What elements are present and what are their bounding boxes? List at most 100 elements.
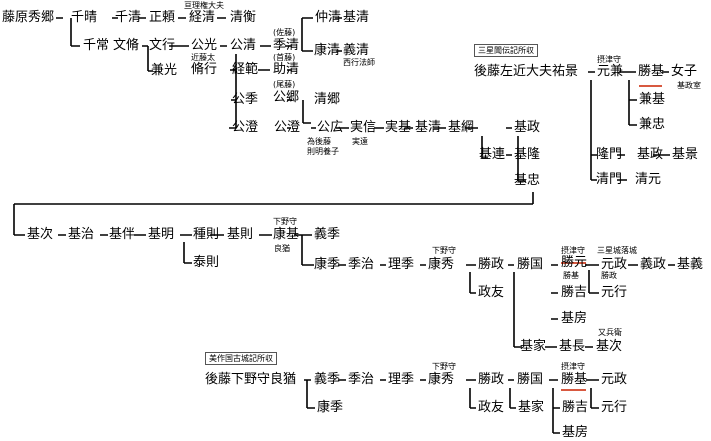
- node-masatomo: 政友: [478, 285, 505, 300]
- node-kiyokado: 清門: [596, 172, 623, 187]
- node-chikiyo: 千清: [115, 10, 142, 25]
- node-goto-sukekage: 後藤左近大夫祐景: [474, 64, 579, 79]
- node-kinzumi: 公澄: [232, 120, 259, 135]
- note-yasumoto-2: 良猶: [274, 244, 290, 253]
- node-yoshisue: 義季: [314, 227, 341, 242]
- note-katsumoto-b2: 摂津守: [561, 362, 585, 371]
- node-yasuhide-b2: 康秀: [428, 372, 455, 387]
- node-kiyomoto: 清元: [635, 172, 662, 187]
- node-katsufusa: 基房: [561, 311, 588, 326]
- node-tanenori: 種則: [193, 227, 220, 242]
- note-onnago: 基政室: [677, 81, 701, 90]
- node-kinhiro: 公広: [317, 120, 344, 135]
- node-chitsune: 千常: [83, 38, 110, 53]
- node-kiyohira: 清衡: [230, 10, 257, 25]
- note-yasuhide-b2: 下野守: [432, 362, 456, 371]
- node-yasuhide: 康秀: [428, 257, 455, 272]
- node-kinsato: 公郷: [273, 90, 300, 105]
- node-mototsuna: 基綱: [448, 120, 475, 135]
- node-suekaze: 季治: [348, 257, 375, 272]
- node-fumiyasu: 文脩: [113, 38, 140, 53]
- node-kanemoto: 兼基: [639, 92, 666, 107]
- node-motoyuki-b2: 元行: [601, 400, 628, 415]
- node-sanenobu: 実信: [350, 120, 377, 135]
- node-motoyuki-g2: 元行: [601, 285, 628, 300]
- node-motomasa-g2: 元政: [601, 257, 628, 272]
- node-mototada: 基忠: [514, 173, 541, 188]
- source-box-1: 三星聞伝記所収: [474, 44, 538, 57]
- node-masayori: 正頼: [149, 10, 176, 25]
- node-mototsugu2: 基次: [596, 339, 623, 354]
- node-yasunori: 泰則: [193, 255, 220, 270]
- note-kinhiro-2: 則明養子: [307, 147, 339, 156]
- node-motomasa-b2: 元政: [601, 372, 628, 387]
- node-sanemoto: 実基: [385, 120, 412, 135]
- note-sanenobu: 実遠: [352, 137, 368, 146]
- node-katsukuni-b2: 勝国: [517, 372, 544, 387]
- node-yoshikiyo: 義清: [343, 43, 370, 58]
- node-nakakiyo: 仲清: [315, 10, 342, 25]
- node-katsumoto-b2: 勝基: [561, 372, 588, 387]
- node-katsumoto: 勝元: [561, 255, 588, 270]
- node-tsunekiyo: 経清: [189, 10, 216, 25]
- node-yoshimasa: 義政: [640, 257, 667, 272]
- node-kinzumi-right: 公澄: [274, 120, 301, 135]
- note-yasumoto-1: 下野守: [273, 217, 297, 226]
- node-katsumasa-b2: 勝政: [478, 372, 505, 387]
- node-motoaki: 基明: [148, 227, 175, 242]
- node-motokiyo2: 基清: [415, 120, 442, 135]
- node-motoharu-g2: 基治: [68, 227, 95, 242]
- node-katsukuni: 勝国: [517, 257, 544, 272]
- node-motoie-b2: 基家: [518, 400, 545, 415]
- node-kiyosato: 清郷: [314, 92, 341, 107]
- note-motomasa-2: 勝政: [601, 271, 617, 280]
- node-kanetada: 兼忠: [639, 117, 666, 132]
- node-motonori: 基則: [227, 227, 254, 242]
- note-tsunekiyo: 亘理権大夫: [184, 1, 224, 10]
- note-motokane: 摂津守: [597, 55, 621, 64]
- note-sukekiyo: (首藤): [273, 53, 296, 62]
- node-kanemitsu: 兼光: [151, 63, 178, 78]
- node-chiharu: 千晴: [71, 10, 98, 25]
- node-yoshisue-b2: 義季: [314, 372, 341, 387]
- node-suekaze-b2: 季治: [348, 372, 375, 387]
- note-kinhiro-1: 為後藤: [307, 137, 331, 146]
- note-mototsugu2: 又兵衛: [598, 328, 622, 337]
- note-yoshikiyo: 西行法師: [343, 58, 375, 67]
- node-katsuyoshi-b2: 勝吉: [562, 400, 589, 415]
- node-yasusue: 康季: [314, 257, 341, 272]
- node-motoie: 基家: [520, 339, 547, 354]
- note-kinsato: (尾藤): [273, 80, 296, 89]
- node-risue-b2: 理季: [388, 372, 415, 387]
- node-motokage: 基景: [672, 147, 699, 162]
- node-motomasa: 基政: [514, 120, 541, 135]
- node-yasumoto: 康基: [273, 227, 300, 242]
- node-mototsugu: 基次: [27, 227, 54, 242]
- node-mototsura: 基連: [479, 147, 506, 162]
- note-yasuhide: 下野守: [432, 246, 456, 255]
- node-yasukiyo: 康清: [314, 43, 341, 58]
- node-takakado: 隆門: [596, 147, 623, 162]
- note-katsumoto: 摂津守: [561, 246, 585, 255]
- node-yasusue-b2: 康季: [317, 400, 344, 415]
- node-kinmitsu: 公光: [191, 38, 218, 53]
- node-motokane: 元兼: [597, 64, 624, 79]
- node-goto-yoshinao: 後藤下野守良猶: [205, 372, 297, 387]
- node-katsumasa: 勝政: [478, 257, 505, 272]
- node-sukekiyo: 助清: [273, 62, 300, 77]
- node-motoharu: 基隆: [514, 147, 541, 162]
- node-fujiwara-hidesato: 藤原秀郷: [2, 10, 55, 25]
- node-motoyoshi: 基義: [677, 257, 704, 272]
- node-tsunenori: 経範: [232, 62, 259, 77]
- note-katsumoto-2: 勝基: [563, 271, 579, 280]
- node-katsumoto-b1: 勝基: [638, 64, 665, 79]
- node-katsuyoshi: 勝吉: [561, 285, 588, 300]
- node-suekiyo: 季清: [273, 38, 300, 53]
- node-kinsue: 公季: [232, 92, 259, 107]
- node-kinkiyo: 公清: [230, 38, 257, 53]
- node-motomasa-b1: 基政: [637, 147, 664, 162]
- node-motokiyo1: 基清: [343, 10, 370, 25]
- node-onnago: 女子: [671, 64, 698, 79]
